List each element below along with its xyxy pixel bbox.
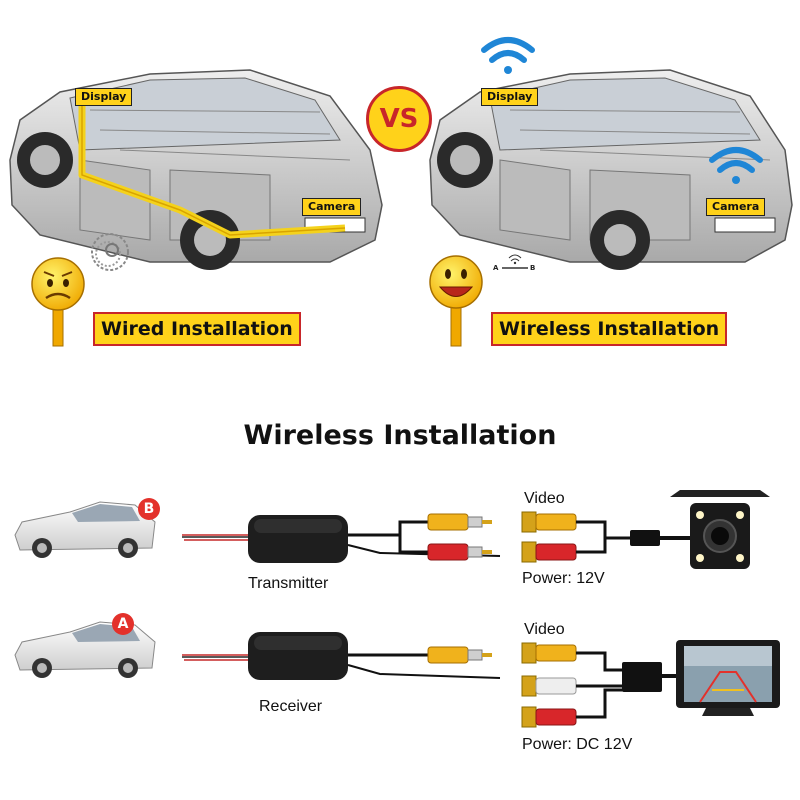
vs-badge: VS xyxy=(366,86,432,152)
rca-plug-yellow xyxy=(427,646,492,664)
sedan-b-illustration xyxy=(14,501,156,558)
rca-socket-red xyxy=(521,706,577,728)
wireless-link-icon xyxy=(502,254,528,269)
receiver-device xyxy=(182,632,501,680)
transmitter-label: Transmitter xyxy=(248,575,329,592)
happy-face-icon xyxy=(429,255,483,347)
rca-socket-red xyxy=(521,541,577,563)
transmitter-power-label: Power: 12V xyxy=(522,570,605,587)
display-tag: Display xyxy=(75,88,133,106)
camera-tag: Camera xyxy=(706,198,766,216)
link-a-label: A xyxy=(493,264,499,272)
transmitter-video-label: Video xyxy=(524,490,565,507)
monitor-display-device xyxy=(676,640,780,716)
badge-a: A xyxy=(112,613,134,635)
backup-camera-device xyxy=(670,490,770,569)
receiver-video-label: Video xyxy=(524,621,565,638)
display-tag: Display xyxy=(481,88,539,106)
wire-bundle-icon xyxy=(91,233,129,271)
receiver-label: Receiver xyxy=(259,698,323,715)
transmitter-device xyxy=(182,515,501,563)
rca-socket-yellow xyxy=(521,511,577,533)
wifi-icon xyxy=(709,147,763,184)
wifi-icon xyxy=(481,37,535,74)
badge-b: B xyxy=(138,498,160,520)
section-heading: Wireless Installation xyxy=(243,420,557,451)
rca-socket-yellow xyxy=(521,642,577,664)
wireless-car-illustration xyxy=(429,69,793,270)
receiver-power-label: Power: DC 12V xyxy=(522,736,633,753)
wired-installation-banner: Wired Installation xyxy=(93,312,301,346)
camera-tag: Camera xyxy=(302,198,362,216)
sad-face-icon xyxy=(31,257,85,347)
rca-plug-red xyxy=(427,543,492,561)
wireless-installation-banner: Wireless Installation xyxy=(491,312,728,346)
wired-car-illustration xyxy=(9,69,383,270)
rca-socket-white xyxy=(521,675,577,697)
rca-plug-yellow xyxy=(427,513,492,531)
link-b-label: B xyxy=(530,264,536,272)
vs-label: VS xyxy=(379,104,419,134)
sedan-a-illustration xyxy=(14,621,156,678)
